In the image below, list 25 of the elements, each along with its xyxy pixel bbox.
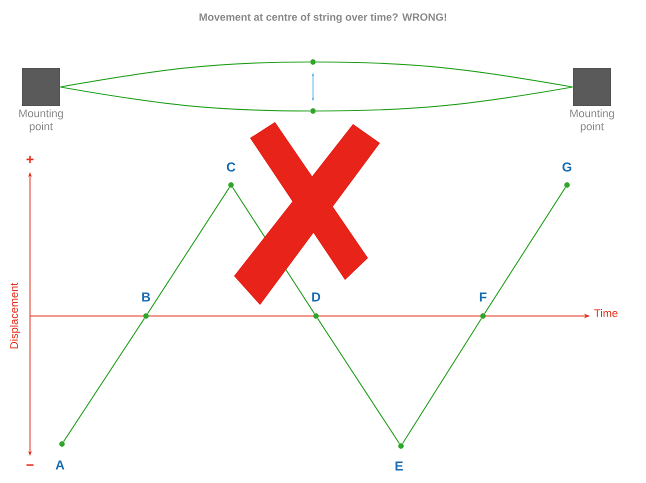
string-curve — [316, 61, 573, 88]
point-letter: A — [56, 460, 64, 470]
mounting-block: Mounting point — [19, 68, 63, 132]
graph-line — [317, 318, 400, 444]
point-letter: F — [480, 292, 486, 302]
axis-sign: + — [26, 156, 34, 163]
node-label: Mounting point — [570, 109, 614, 132]
axis-label: Time — [594, 308, 618, 318]
graph-line — [63, 318, 145, 442]
point-letter: C — [226, 162, 236, 172]
point-letter: G — [562, 162, 572, 172]
string-curve — [316, 86, 573, 112]
title: Movement at centre of string over time? WRONG! — [200, 13, 446, 23]
point-letter: E — [396, 462, 403, 470]
string-curve — [60, 61, 310, 88]
mounting-block: Mounting point — [570, 68, 614, 132]
node-label: Mounting point — [19, 109, 63, 132]
string-curve — [60, 86, 310, 112]
point-letter: B — [142, 292, 150, 302]
graph-line — [484, 187, 566, 314]
axis-sign: − — [26, 464, 34, 466]
graph-line — [402, 318, 482, 444]
graph-line — [147, 187, 230, 314]
point-letter: D — [312, 292, 320, 302]
axis-label: Displacement — [10, 282, 20, 348]
